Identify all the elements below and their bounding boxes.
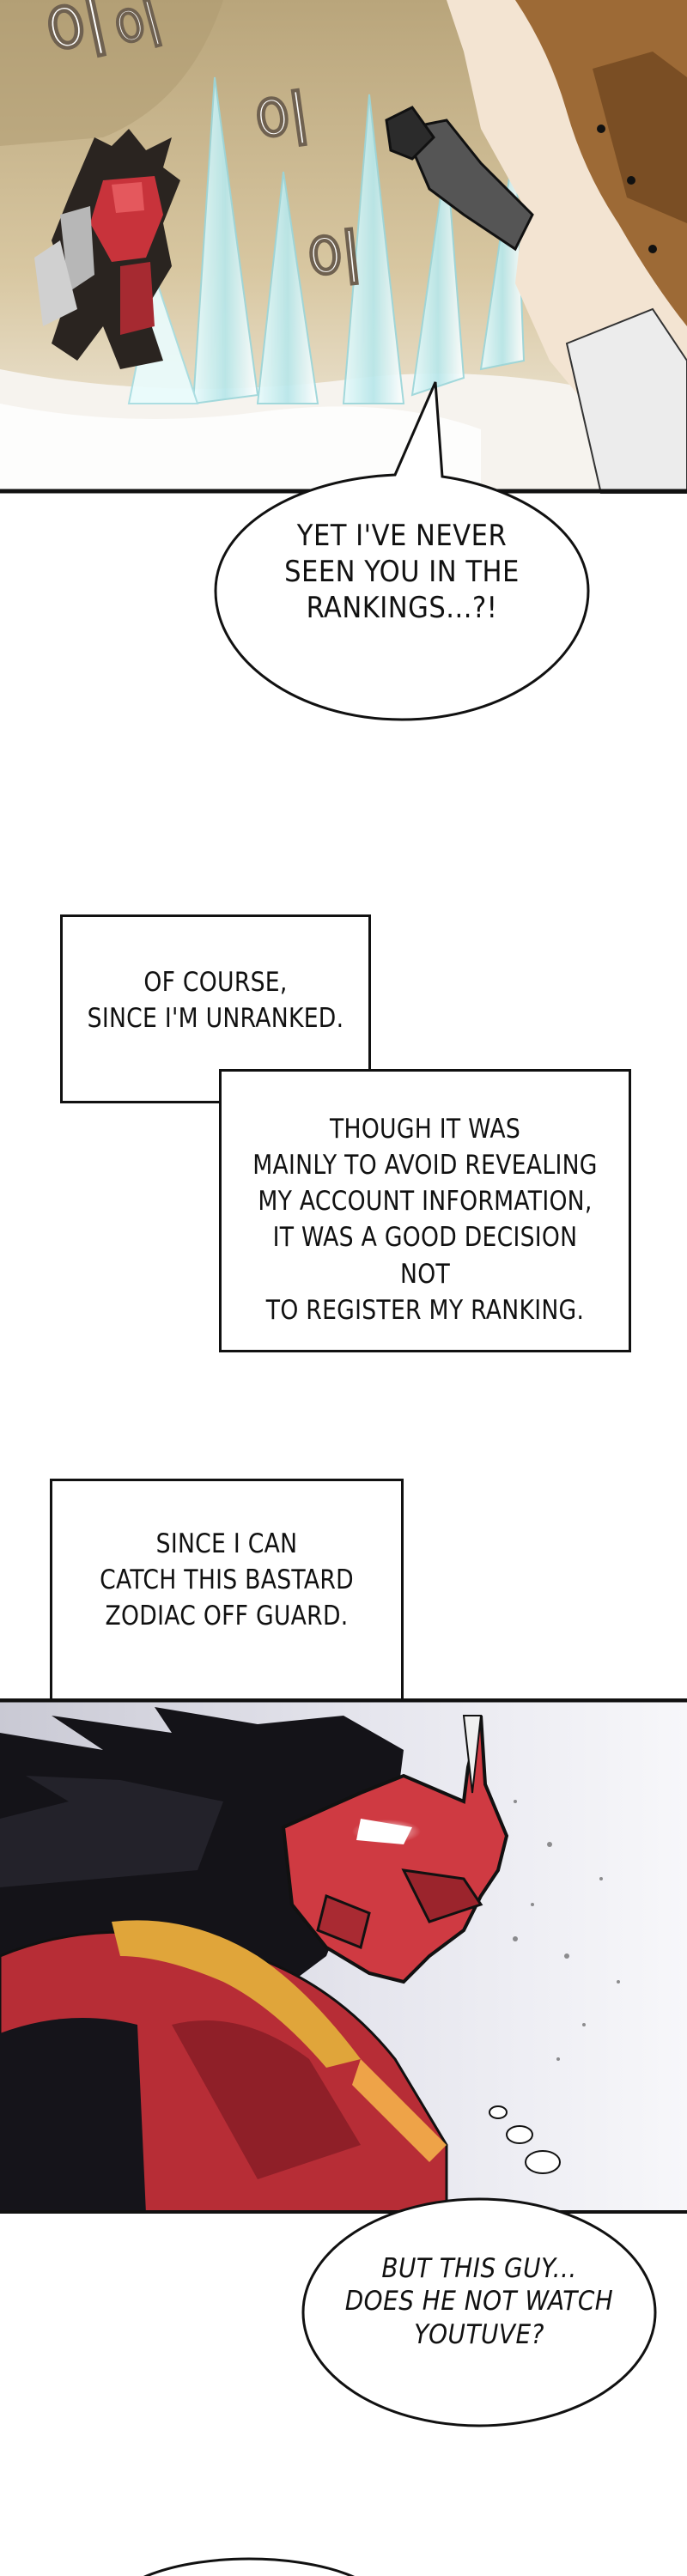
bubble-shape bbox=[143, 2557, 355, 2576]
narration-box-account-info: THOUGH IT WAS MAINLY TO AVOID REVEALING … bbox=[219, 1069, 631, 1352]
next-bubble-edge bbox=[0, 2542, 687, 2576]
bubble-line: DOES HE NOT WATCH bbox=[344, 2286, 614, 2318]
thought-dots bbox=[489, 2105, 561, 2174]
demon-knight-artwork bbox=[0, 1698, 687, 2214]
bubble-text: BUT THIS GUY... DOES HE NOT WATCH YOUTUV… bbox=[299, 2252, 660, 2351]
caption-line: THOUGH IT WAS bbox=[329, 1114, 521, 1145]
caster-figure bbox=[385, 0, 687, 494]
caption-line: MY ACCOUNT INFORMATION, bbox=[258, 1186, 593, 1218]
panel-battle-scene: 이 이 이 이 bbox=[0, 0, 687, 494]
caption-merge-patch bbox=[222, 1072, 368, 1106]
speech-bubble-rankings: YET I'VE NEVER SEEN YOU IN THE RANKINGS.… bbox=[210, 380, 593, 728]
bubble-text: YET I'VE NEVER SEEN YOU IN THE RANKINGS.… bbox=[210, 518, 593, 626]
bubble-line: BUT THIS GUY... bbox=[381, 2253, 577, 2284]
bubble-line: SEEN YOU IN THE bbox=[284, 555, 520, 590]
caption-line: OF COURSE, bbox=[143, 967, 288, 998]
bubble-line: YOUTUVE? bbox=[414, 2318, 544, 2350]
red-knight-figure bbox=[34, 129, 180, 369]
thought-bubble-youtuve: BUT THIS GUY... DOES HE NOT WATCH YOUTUV… bbox=[299, 2194, 660, 2430]
caption-line: IT WAS A GOOD DECISION NOT bbox=[272, 1222, 578, 1290]
bubble-shape bbox=[301, 2197, 657, 2427]
caption-line: ZODIAC OFF GUARD. bbox=[105, 1601, 349, 1632]
sfx-text: 이 bbox=[250, 83, 314, 161]
caption-line: TO REGISTER MY RANKING. bbox=[265, 1294, 585, 1326]
caption-line: MAINLY TO AVOID REVEALING bbox=[252, 1150, 598, 1182]
narration-box-off-guard: SINCE I CAN CATCH THIS BASTARD ZODIAC OF… bbox=[50, 1479, 404, 1712]
bubble-shape bbox=[214, 381, 590, 721]
bubble-line: RANKINGS...?! bbox=[306, 591, 498, 626]
sfx-text: 이 bbox=[39, 0, 115, 76]
caption-line: CATCH THIS BASTARD bbox=[100, 1564, 354, 1596]
sfx-text: 이 bbox=[303, 222, 366, 298]
panel-demon-knight bbox=[0, 1698, 687, 2214]
battle-artwork: 이 이 이 이 bbox=[0, 0, 687, 494]
caption-line: SINCE I CAN bbox=[155, 1528, 298, 1559]
bubble-line: YET I'VE NEVER bbox=[296, 519, 508, 553]
caption-line: SINCE I'M UNRANKED. bbox=[87, 1003, 344, 1035]
